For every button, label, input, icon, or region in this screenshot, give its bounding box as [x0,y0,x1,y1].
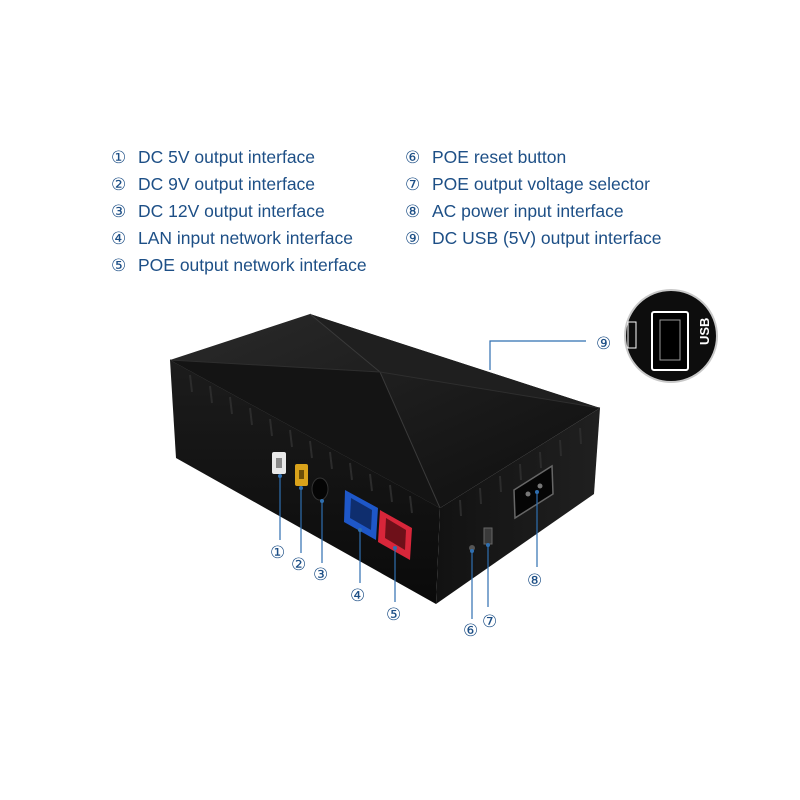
legend-label: DC USB (5V) output interface [432,228,662,248]
legend-item-poe-output: ⑤ POE output network interface [111,252,367,279]
legend-item-ac-power: ⑧ AC power input interface [405,198,662,225]
dc-5v-port [272,452,286,474]
usb-label: USB [697,318,712,345]
legend-item-poe-reset: ⑥ POE reset button [405,144,662,171]
legend-label: POE output voltage selector [432,174,650,194]
callout-8: ⑧ [527,571,542,591]
poe-port [378,510,412,560]
legend-item-dc-5v: ① DC 5V output interface [111,144,367,171]
device-body [169,313,601,604]
legend-label: DC 12V output interface [138,201,325,221]
callout-2: ② [291,555,306,575]
legend-number: ② [111,175,127,194]
callout-9: ⑨ [596,334,611,354]
poe-reset-button [469,545,475,551]
callout-5: ⑤ [386,605,401,625]
legend-label: POE output network interface [138,255,367,275]
usb-inset: USB [624,289,718,383]
legend-number: ③ [111,202,127,221]
legend-number: ⑦ [405,175,421,194]
callout-7: ⑦ [482,612,497,632]
callout-6: ⑥ [463,621,478,641]
legend-label: POE reset button [432,147,567,167]
callout-3: ③ [313,565,328,585]
dc-12v-port [311,477,329,501]
legend-number: ⑥ [405,148,421,167]
legend-item-poe-voltage: ⑦ POE output voltage selector [405,171,662,198]
port-legend: ① DC 5V output interface ② DC 9V output in… [111,144,711,294]
legend-label: DC 9V output interface [138,174,316,194]
callout-lines [279,340,586,619]
legend-item-dc-9v: ② DC 9V output interface [111,171,367,198]
legend-column-left: ① DC 5V output interface ② DC 9V output in… [111,144,367,279]
legend-label: DC 5V output interface [138,147,316,167]
callout-4: ④ [350,586,365,606]
legend-label: LAN input network interface [138,228,353,248]
callout-1: ① [270,543,285,563]
legend-item-dc-12v: ③ DC 12V output interface [111,198,367,225]
poe-voltage-selector [483,527,493,545]
legend-item-dc-usb: ⑨ DC USB (5V) output interface [405,225,662,252]
legend-number: ⑤ [111,256,127,275]
legend-item-lan: ④ LAN input network interface [111,225,367,252]
ac-power-port [513,464,554,520]
legend-label: AC power input interface [432,201,624,221]
legend-number: ④ [111,229,127,248]
legend-number: ⑨ [405,229,421,248]
lan-port [344,490,378,540]
legend-column-right: ⑥ POE reset button ⑦ POE output voltage se… [405,144,662,252]
dc-9v-port [295,464,308,486]
legend-number: ⑧ [405,202,421,221]
legend-number: ① [111,148,127,167]
